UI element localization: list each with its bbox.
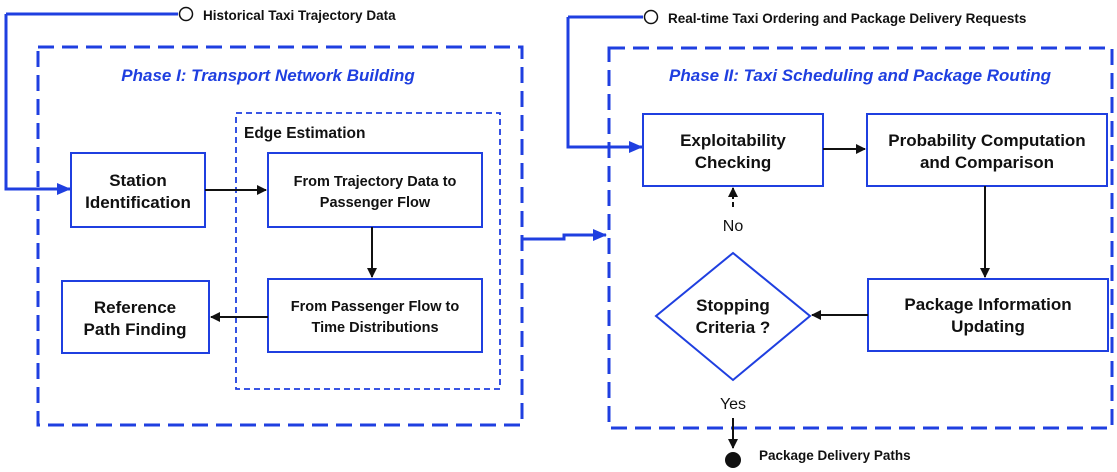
edge-estimation-title: Edge Estimation — [244, 125, 365, 142]
flow-to-time-line1: From Passenger Flow to — [291, 299, 460, 315]
historical-data-input: Historical Taxi Trajectory Data — [6, 6, 396, 23]
phase1-container — [36, 45, 524, 427]
input-node-icon — [178, 6, 194, 22]
flow-to-time-line2: Time Distributions — [311, 320, 438, 336]
trajectory-to-flow-line2: Passenger Flow — [320, 195, 431, 211]
exploitability-line1: Exploitability — [680, 131, 786, 150]
phase1-title: Phase I: Transport Network Building — [121, 66, 415, 85]
reference-path-line2: Path Finding — [84, 320, 187, 339]
trajectory-to-flow-line1: From Trajectory Data to — [294, 174, 457, 190]
output-label: Package Delivery Paths — [759, 448, 911, 463]
package-info-line2: Updating — [951, 317, 1025, 336]
exploitability-line2: Checking — [695, 153, 772, 172]
stopping-line2: Criteria ? — [696, 318, 771, 337]
phase2-container — [607, 46, 1114, 430]
station-identification-box: Station Identification — [70, 152, 206, 228]
edge-estimation-container — [235, 112, 501, 390]
realtime-requests-label: Real-time Taxi Ordering and Package Deli… — [668, 11, 1026, 26]
phase2-title: Phase II: Taxi Scheduling and Package Ro… — [669, 66, 1052, 85]
realtime-requests-connector — [566, 17, 643, 153]
yes-label: Yes — [720, 396, 746, 413]
probability-box: Probability Computation and Comparison — [866, 113, 1108, 187]
package-info-line1: Package Information — [904, 295, 1071, 314]
trajectory-to-flow-box: From Trajectory Data to Passenger Flow — [267, 152, 483, 228]
probability-line1: Probability Computation — [888, 131, 1085, 150]
probability-line2: and Comparison — [920, 153, 1054, 172]
input-node-icon — [643, 9, 659, 25]
package-info-box: Package Information Updating — [867, 278, 1109, 352]
reference-path-line1: Reference — [94, 298, 176, 317]
exploitability-box: Exploitability Checking — [642, 113, 824, 187]
no-label: No — [723, 218, 744, 235]
flow-to-time-box: From Passenger Flow to Time Distribution… — [267, 278, 483, 353]
station-identification-line1: Station — [109, 171, 167, 190]
stopping-criteria-diamond: Stopping Criteria ? — [654, 251, 812, 382]
historical-data-connector — [4, 14, 71, 195]
station-identification-line2: Identification — [85, 193, 191, 212]
output-node-icon — [725, 452, 741, 468]
stopping-line1: Stopping — [696, 296, 770, 315]
realtime-requests-input: Real-time Taxi Ordering and Package Deli… — [568, 9, 1026, 26]
reference-path-box: Reference Path Finding — [61, 280, 210, 354]
phase1-to-phase2-connector — [522, 229, 607, 241]
historical-data-label: Historical Taxi Trajectory Data — [203, 8, 396, 23]
